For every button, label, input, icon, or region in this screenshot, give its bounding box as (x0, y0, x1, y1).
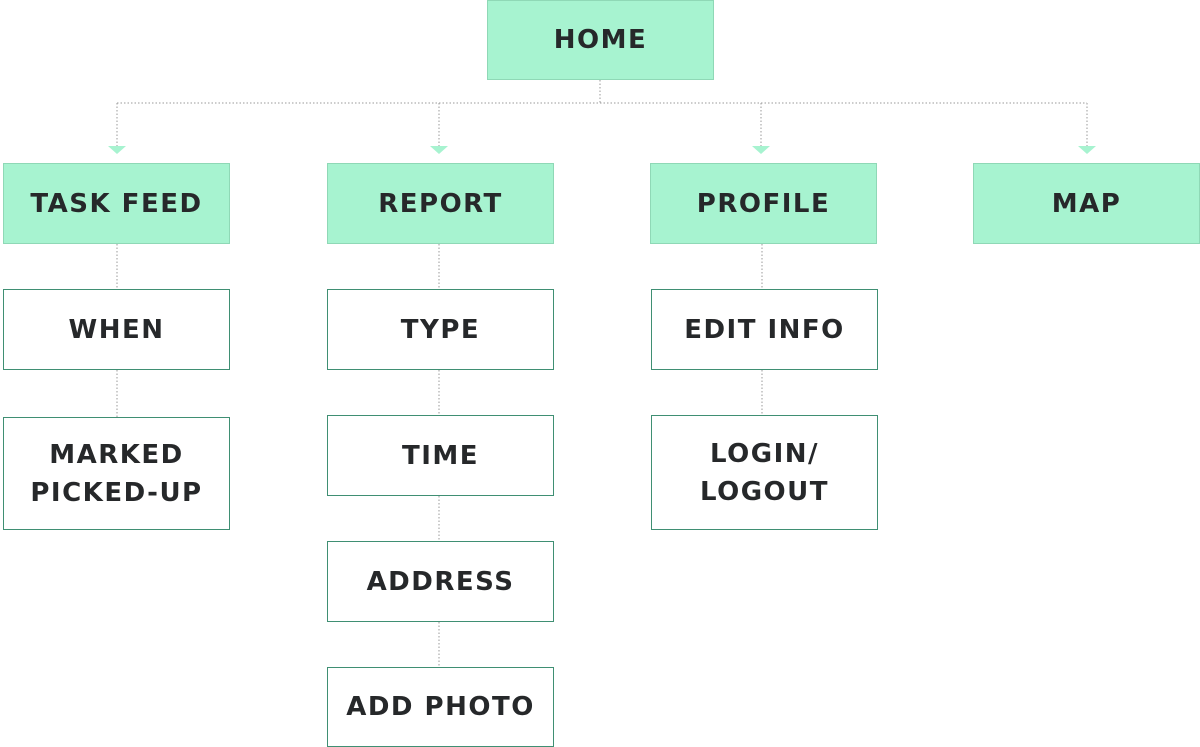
node-home-label: HOME (553, 25, 648, 55)
node-marked-picked-up-line-2: PICKED-UP (30, 477, 203, 508)
node-address-label: ADDRESS (366, 566, 515, 597)
node-type: TYPE (327, 289, 554, 370)
node-login-logout-line-1: LOGIN/ (709, 438, 819, 469)
node-edit-info: EDIT INFO (651, 289, 878, 370)
node-login-logout: LOGIN/ LOGOUT (651, 415, 878, 530)
node-marked-picked-up: MARKED PICKED-UP (3, 417, 230, 530)
node-when: WHEN (3, 289, 230, 370)
node-home: HOME (487, 0, 714, 80)
arrowhead-map (1078, 146, 1096, 154)
node-report: REPORT (327, 163, 554, 244)
arrowhead-profile (752, 146, 770, 154)
node-profile: PROFILE (650, 163, 877, 244)
node-task-feed-label: TASK FEED (30, 188, 203, 219)
node-map: MAP (973, 163, 1200, 244)
node-edit-info-label: EDIT INFO (684, 314, 845, 345)
node-time: TIME (327, 415, 554, 496)
node-add-photo-label: ADD PHOTO (346, 692, 535, 722)
node-map-label: MAP (1051, 188, 1122, 219)
node-time-label: TIME (401, 440, 480, 471)
arrowhead-task-feed (108, 146, 126, 154)
node-add-photo: ADD PHOTO (327, 667, 554, 747)
arrowhead-report (430, 146, 448, 154)
node-when-label: WHEN (68, 314, 165, 345)
node-report-label: REPORT (378, 188, 503, 219)
node-profile-label: PROFILE (696, 188, 831, 219)
node-login-logout-line-2: LOGOUT (699, 476, 830, 507)
node-task-feed: TASK FEED (3, 163, 230, 244)
node-type-label: TYPE (400, 314, 481, 345)
node-address: ADDRESS (327, 541, 554, 622)
node-marked-picked-up-line-1: MARKED (49, 439, 184, 470)
